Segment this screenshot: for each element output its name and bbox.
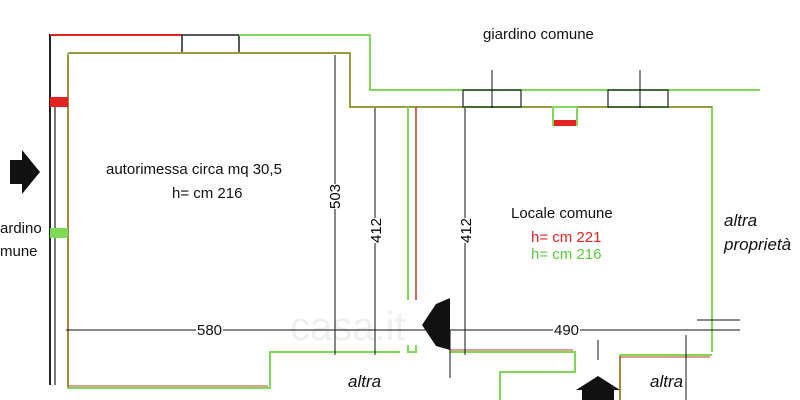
entrance-arrow-bottom: [576, 376, 620, 400]
dim-corridor-right: 412: [458, 217, 476, 244]
dim-corridor-left: 412: [368, 217, 386, 244]
garage-height: h= cm 216: [172, 185, 243, 202]
garden-top-label: giardino comune: [483, 26, 594, 43]
garage-title: autorimessa circa mq 30,5: [106, 161, 282, 178]
garden-left-label-1: ardino: [0, 220, 42, 237]
entrance-arrow-left: [10, 150, 40, 194]
watermark: casa.it: [290, 305, 406, 349]
common-room-title: Locale comune: [511, 205, 613, 222]
dim-garage-width: 580: [196, 322, 224, 339]
dim-garage-depth: 503: [327, 183, 345, 210]
entrance-arrow-center: [422, 298, 450, 350]
outer-wall-red: [49, 34, 182, 385]
dim-common-width: 490: [553, 322, 581, 339]
other-bottom-label-1: altra: [348, 372, 382, 391]
other-property-label-1: altra: [724, 211, 758, 230]
common-height-green: h= cm 216: [531, 246, 602, 263]
common-height-red: h= cm 221: [531, 229, 602, 246]
other-bottom-label-2: altra: [650, 372, 684, 391]
other-property-label-2: proprietà: [724, 235, 792, 254]
outer-wall-green: [239, 34, 760, 91]
garden-left-label-2: mune: [0, 243, 38, 260]
